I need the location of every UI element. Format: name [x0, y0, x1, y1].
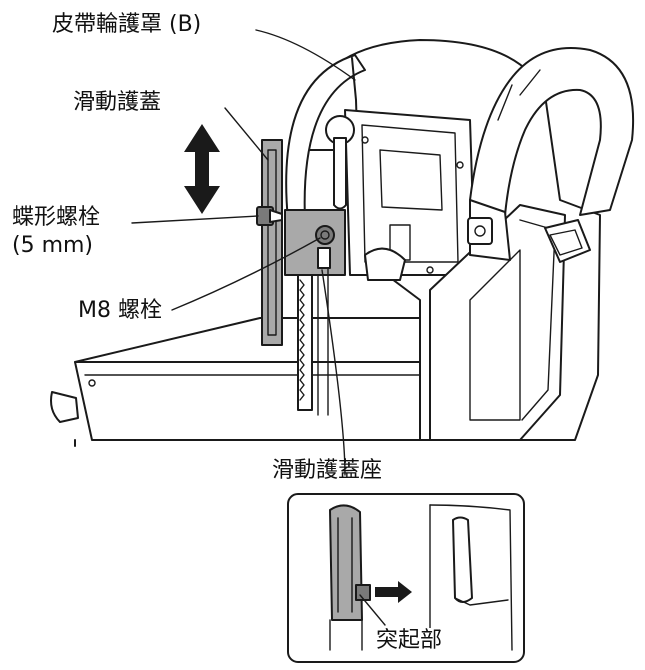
saw-body [285, 39, 601, 441]
protrusion-label: 突起部 [374, 628, 445, 654]
slide-guard [256, 139, 346, 416]
belt-guard-label: 皮帶輪護罩 (B) [52, 12, 202, 37]
carry-handle [467, 47, 634, 261]
m8-bolt-label: M8 螺栓 [78, 298, 162, 323]
wing-bolt-size-label: (5 mm) [12, 233, 94, 258]
slide-guard-seat-label: 滑動護蓋座 [272, 458, 383, 483]
insert-direction-arrow-icon [375, 581, 412, 603]
leader-lines [131, 29, 356, 476]
detail-inset [287, 493, 525, 663]
m8-bolt-icon [315, 225, 335, 245]
slide-guard-label: 滑動護蓋 [73, 90, 162, 115]
slide-direction-arrow-icon [184, 124, 220, 214]
wing-bolt-label: 蝶形螺栓 [12, 205, 101, 230]
